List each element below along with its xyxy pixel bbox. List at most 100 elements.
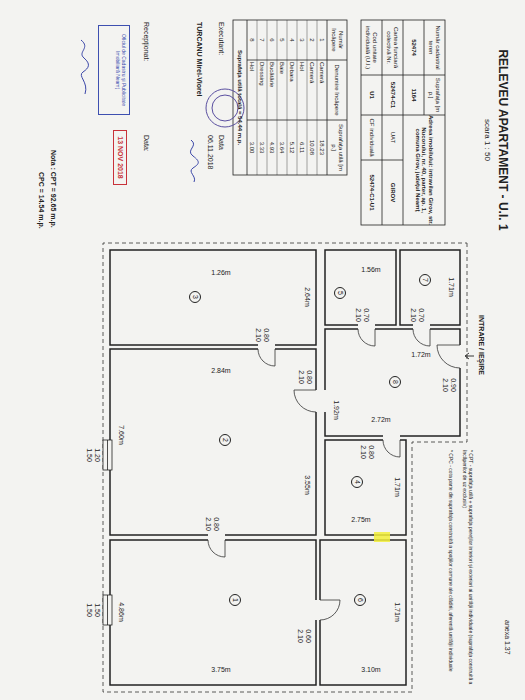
- surveyor-name: TURCANU Mirel-Viorel: [195, 22, 203, 132]
- room-wall: [110, 250, 316, 345]
- table-cell: Suprafaţa [m p.]: [424, 75, 445, 115]
- door-swing: [320, 600, 340, 620]
- room-number: 3: [189, 291, 201, 303]
- entrance-label: INTRARE / IEŞIRE: [477, 300, 485, 390]
- door-gap: [315, 390, 326, 412]
- table-cell: 6: [267, 20, 277, 60]
- room-number: 8: [389, 376, 401, 388]
- dimension: 2.64m: [303, 282, 311, 312]
- dimension: 3.10m: [356, 666, 386, 674]
- table-cell: 52474-C1-U1: [361, 160, 382, 225]
- door-gap: [457, 345, 463, 368]
- door-gap: [258, 344, 275, 350]
- table-cell: Număr cadastral teren: [424, 20, 445, 75]
- table-cell: 4: [287, 20, 297, 60]
- room-wall: [320, 540, 406, 685]
- table-cell: 5.12: [287, 120, 297, 175]
- note-text: Nota : CPT = 92.65 m.p.: [49, 150, 57, 280]
- room-wall: [110, 349, 316, 535]
- room-number: 4: [351, 476, 363, 488]
- dimension: 1.71m: [447, 272, 455, 302]
- door-size: 0.70 2.10: [354, 306, 370, 324]
- window: [103, 595, 112, 625]
- door-gap: [413, 324, 430, 330]
- door-size: 0.80 2.10: [204, 515, 220, 533]
- scale-note: scara 1 : 50: [483, 40, 492, 240]
- dimension: 1.92m: [332, 395, 340, 425]
- door-size: 0.80 2.10: [359, 443, 375, 461]
- table-border: [361, 20, 445, 225]
- door-swing: [383, 440, 400, 457]
- table-cell: 6.11: [297, 120, 307, 175]
- door-swing: [413, 329, 430, 346]
- room-wall: [110, 540, 316, 685]
- table-cell: 3.00: [247, 120, 257, 175]
- table-cell: 3: [297, 20, 307, 60]
- table-cell: 3.64: [277, 120, 287, 175]
- room-number: 5: [334, 287, 346, 299]
- room-area: 2: [110, 349, 316, 535]
- door-gap: [208, 534, 225, 541]
- dimension: 3.55m: [303, 470, 311, 500]
- dimension: 7.60m: [117, 420, 125, 450]
- dimension: 2.75m: [346, 516, 376, 524]
- windows: [103, 440, 112, 625]
- table-line: [327, 20, 328, 175]
- dimension: 4.86m: [117, 597, 125, 627]
- date-caption: Data:: [142, 135, 150, 175]
- table-cell: Hol: [247, 60, 257, 120]
- table-cell: UAT: [382, 115, 403, 160]
- door-size: 0.70 2.10: [409, 306, 425, 324]
- window-pane: [107, 440, 108, 470]
- table-cell: Debara: [287, 60, 297, 120]
- door-size: 0.80 2.10: [254, 326, 270, 344]
- door-swing: [358, 329, 375, 346]
- table-total: Suprafaţa utilă totală = 54.44 m.p.: [233, 20, 247, 175]
- room-area: 1: [110, 540, 316, 685]
- table-header: Număr încăpere: [327, 20, 347, 60]
- stamp-text: Oficiul de Cadastru şi Publicitate Imobi…: [113, 26, 129, 114]
- door-swing: [208, 540, 225, 557]
- table-cell: U1: [361, 75, 382, 115]
- table-line: [361, 75, 445, 76]
- room-number: 7: [419, 274, 431, 286]
- room-number: 1: [229, 594, 241, 606]
- window-size: 1.50 1.50: [85, 601, 101, 619]
- table-cell: 52474-C1: [382, 75, 403, 115]
- table-line: [247, 20, 248, 175]
- footnote-text: * CPC - cota parte din suprafaţa constru…: [447, 450, 453, 685]
- table-cell: 1: [317, 20, 327, 60]
- table-grid: [233, 20, 445, 225]
- table-cell: Bucătărie: [267, 60, 277, 120]
- room-area: 8: [325, 329, 460, 436]
- window-pane: [107, 595, 108, 625]
- signature-caption: Recepţionat:: [142, 22, 150, 92]
- table-cell: GIROV: [382, 160, 403, 225]
- room-wall: [325, 440, 406, 535]
- stamp-ring: [212, 95, 238, 121]
- signature: [81, 40, 88, 94]
- table-cell: 52474: [403, 20, 424, 75]
- dimension: 1.56m: [356, 266, 386, 274]
- table-cell: CF individuală: [361, 115, 382, 160]
- dimension: 2.72m: [366, 416, 396, 424]
- dimension: 2.84m: [206, 367, 236, 375]
- dimension: 3.75m: [206, 666, 236, 674]
- table-cell: 5: [277, 20, 287, 60]
- dimension: 1.72m: [406, 351, 436, 359]
- table-cell: 2: [307, 20, 317, 60]
- window: [103, 440, 112, 470]
- table-cell: Cameră: [317, 60, 327, 120]
- door-swings: [208, 329, 460, 620]
- table-cell: 1164: [403, 75, 424, 115]
- door-gaps: [208, 324, 463, 620]
- table-header: Suprafaţa utilă [m p.]: [327, 120, 347, 175]
- room-wall: [400, 250, 460, 325]
- table-line: [403, 20, 404, 225]
- room-number: 2: [219, 434, 231, 446]
- table-cell: 18.23: [317, 120, 327, 175]
- table-cell: Cartea funciară colectivă Nr.: [382, 20, 403, 75]
- room-area: 6: [320, 540, 406, 685]
- table-border: [233, 20, 347, 175]
